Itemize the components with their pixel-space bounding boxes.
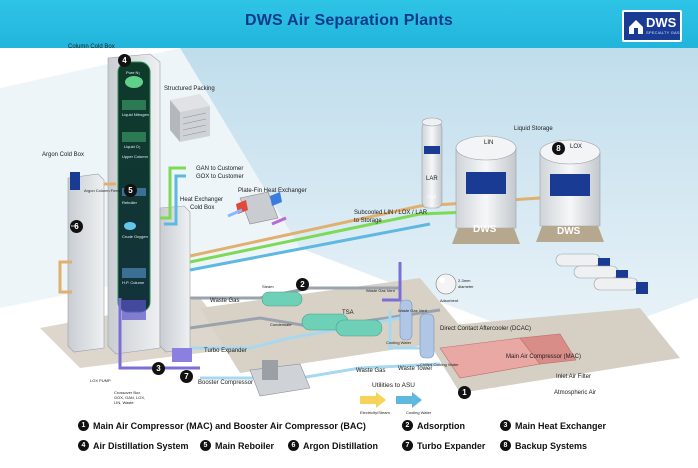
legend-item-2: 2 Adsorption <box>402 420 465 431</box>
tank-brand-lar: DWS <box>427 194 437 199</box>
label-pure-n2: Pure N₂ <box>126 70 141 75</box>
label-cooling-water-util: Cooling Water <box>406 410 432 415</box>
legend-text-8: Backup Systems <box>515 440 588 451</box>
logo-brand: DWS <box>646 15 677 30</box>
badge-8: 8 <box>552 142 565 155</box>
legend-item-5: 5 Main Reboiler <box>200 440 274 451</box>
legend-item-8: 8 Backup Systems <box>500 440 587 451</box>
legend-text-5: Main Reboiler <box>215 440 275 451</box>
legend-num-4: 4 <box>78 440 89 451</box>
legend-item-4: 4 Air Distillation System <box>78 440 189 451</box>
dws-logo: DWS SPECIALTY GAS <box>622 10 682 42</box>
badge-3: 3 <box>152 362 165 375</box>
label-dcac: Direct Contact Aftercooler (DCAC) <box>440 326 532 332</box>
legend-num-3: 3 <box>500 420 511 431</box>
label-gan-to-customer: GAN to Customer <box>196 166 244 172</box>
legend-num-2: 2 <box>402 420 413 431</box>
header-bar: DWS Air Separation Plants DWS SPECIALTY … <box>0 0 698 48</box>
plant-illustration <box>0 48 698 408</box>
label-condensate: Condensate <box>270 322 292 327</box>
label-gox-to-customer: GOX to Customer <box>196 174 244 180</box>
label-column-cold-box: Column Cold Box <box>68 44 115 50</box>
badge-6: 6 <box>70 220 83 233</box>
legend-text-2: Adsorption <box>417 420 465 431</box>
tank-brand-argon-box: DWS <box>71 224 78 228</box>
label-adsorbent-size-1: 2-3mm <box>458 278 471 283</box>
legend-item-1: 1 Main Air Compressor (MAC) and Booster … <box>78 420 366 431</box>
legend-text-7: Turbo Expander <box>417 440 486 451</box>
label-argon-column-feed: Argon Column Feed <box>84 188 120 193</box>
legend-text-3: Main Heat Exchanger <box>515 420 607 431</box>
page-title: DWS Air Separation Plants <box>245 12 453 29</box>
label-tsa: TSA <box>342 310 354 316</box>
label-crude-oxygen: Crude Oxygen <box>122 234 148 239</box>
label-adsorbent: Adsorbent <box>440 298 459 303</box>
label-upper-column: Upper Column <box>122 154 148 159</box>
legend-text-4: Air Distillation System <box>93 440 189 451</box>
plant-diagram: 4 5 6 2 3 7 1 8 Column Cold Box Structur… <box>0 44 698 415</box>
label-waste-gas-vent: Waste Gas Vent <box>366 288 395 293</box>
label-inlet-air-filter: Inlet Air Filter <box>556 374 592 380</box>
tank-brand-lin: DWS <box>473 224 497 235</box>
tank-brand-lox: DWS <box>557 226 581 237</box>
legend-num-8: 8 <box>500 440 511 451</box>
label-liquid-storage: Liquid Storage <box>514 126 553 132</box>
house-logo-icon <box>629 20 643 34</box>
label-utilities: Utilities to ASU <box>372 382 415 389</box>
label-plate-fin-hx: Plate-Fin Heat Exchanger <box>238 188 307 194</box>
label-cooling-water: Cooling Water <box>386 340 412 345</box>
label-waste-gas-bottom: Waste Gas <box>356 368 386 374</box>
legend-item-6: 6 Argon Distillation <box>288 440 378 451</box>
legend-item-7: 7 Turbo Expander <box>402 440 485 451</box>
label-chilled-cooling-water: Chilled Cooling Water <box>420 362 459 367</box>
badge-4: 4 <box>118 54 131 67</box>
label-waste-gas-vent-2: Waste Gas Vent <box>398 308 427 313</box>
label-liquid-nitrogen: Liquid Nitrogen <box>122 112 149 117</box>
label-electricity-steam: Electricity/Steam <box>360 410 390 415</box>
legend-num-7: 7 <box>402 440 413 451</box>
label-argon-cold-box: Argon Cold Box <box>42 152 85 158</box>
legend-item-3: 3 Main Heat Exchanger <box>500 420 606 431</box>
label-reboiler: Reboiler <box>122 200 137 205</box>
badge-7: 7 <box>180 370 193 383</box>
legend-num-1: 1 <box>78 420 89 431</box>
badge-1: 1 <box>458 386 471 399</box>
logo-tagline: SPECIALTY GAS <box>646 30 680 35</box>
label-lar: LAR <box>426 176 438 182</box>
label-structured-packing: Structured Packing <box>164 86 215 92</box>
label-lox-pump: LOX PUMP <box>90 378 111 383</box>
label-booster-compressor: Booster Compressor <box>198 380 254 386</box>
label-lin: LIN <box>484 140 494 146</box>
label-liquid-o2: Liquid O₂ <box>124 144 141 149</box>
legend-num-5: 5 <box>200 440 211 451</box>
badge-5: 5 <box>124 184 137 197</box>
structured-packing-cube <box>170 94 210 142</box>
label-subcooled-1: Subcooled LIN / LOX / LAR <box>354 210 428 216</box>
label-hx-cold-box-1: Heat Exchanger <box>180 197 224 203</box>
label-hx-cold-box-2: Cold Box <box>190 205 215 211</box>
label-mac: Main Air Compressor (MAC) <box>506 354 582 360</box>
plate-fin-heat-exchanger <box>227 191 287 226</box>
delivery-trucks <box>555 253 648 294</box>
legend-text-1: Main Air Compressor (MAC) and Booster Ai… <box>93 420 366 431</box>
label-crossover-3: LIN, Waste <box>114 400 134 405</box>
legend: 1 Main Air Compressor (MAC) and Booster … <box>0 408 698 468</box>
label-atmospheric-air: Atmospheric Air <box>554 390 597 396</box>
label-turbo-expander: Turbo Expander <box>204 348 247 354</box>
label-waste-tower: Waste Tower <box>398 366 433 372</box>
legend-num-6: 6 <box>288 440 299 451</box>
label-waste-gas-top: Waste Gas <box>210 298 240 304</box>
label-subcooled-2: to Storage <box>354 218 382 224</box>
label-steam: Steam <box>262 284 274 289</box>
label-adsorbent-size-2: diameter <box>458 284 474 289</box>
legend-text-6: Argon Distillation <box>303 440 378 451</box>
label-hp-column: H.P. Column <box>122 280 145 285</box>
label-crossover-2: GOX, GAN, LOX, <box>114 395 146 400</box>
label-lox: LOX <box>570 144 583 150</box>
label-crossover-1: Crossover Box <box>114 390 141 395</box>
badge-2: 2 <box>296 278 309 291</box>
